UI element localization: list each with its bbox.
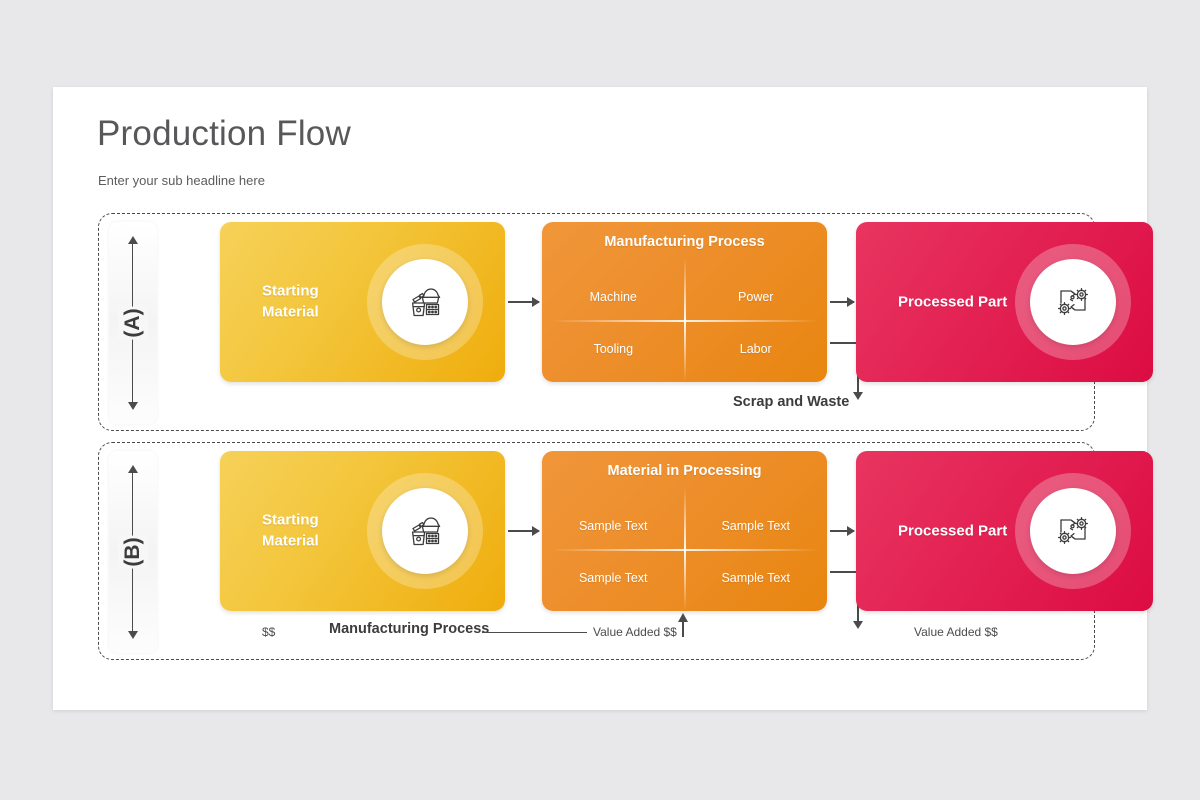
arrow-start-to-process-b	[508, 526, 540, 535]
panel-label-processed-part-b: Processed Part	[898, 522, 1008, 540]
panel-title-process-b: Material in Processing	[607, 463, 762, 479]
panel-label-starting-material-b: Starting Material	[262, 511, 319, 550]
process-row-a: (A) Starting Material	[98, 213, 1153, 431]
axis-label-b: (B)	[118, 535, 148, 569]
panel-processed-part-b[interactable]: Processed Part	[856, 451, 1153, 611]
construction-materials-icon	[382, 488, 468, 574]
slide-canvas: Production Flow Enter your sub headline …	[53, 87, 1153, 710]
axis-tab-a: (A)	[109, 222, 157, 424]
page-subtitle: Enter your sub headline here	[98, 173, 265, 188]
panel-process-b[interactable]: Material in Processing Sample Text Sampl…	[542, 451, 827, 611]
caption-manufacturing-process: Manufacturing Process	[329, 621, 490, 637]
construction-materials-icon	[382, 259, 468, 345]
panel-label-processed-part-a: Processed Part	[898, 293, 1008, 311]
process-row-b: (B) Starting Material	[98, 442, 1153, 660]
arrow-process-to-part-b	[830, 526, 855, 535]
panel-processed-part-a[interactable]: Processed Part	[856, 222, 1153, 382]
arrow-start-to-process-a	[508, 297, 540, 306]
panel-label-starting-material-a: Starting Material	[262, 282, 319, 321]
quadrant-cell: Power	[738, 290, 774, 304]
caption-dollars: $$	[262, 625, 276, 639]
quadrant-cell: Sample Text	[578, 519, 648, 533]
panel-starting-material-a[interactable]: Starting Material	[220, 222, 505, 382]
panel-process-a[interactable]: Manufacturing Process Machine Power Tool…	[542, 222, 827, 382]
axis-label-a: (A)	[118, 306, 148, 340]
badge-processed-part-b	[1015, 473, 1131, 589]
caption-connector-line	[482, 632, 587, 634]
caption-value-added-2: Value Added $$	[914, 625, 998, 639]
arrow-process-to-part-a	[830, 297, 855, 306]
gears-process-icon	[1030, 488, 1116, 574]
quadrant-cell: Tooling	[593, 342, 634, 356]
quadrant-cell: Sample Text	[578, 571, 648, 585]
page-title: Production Flow	[97, 114, 351, 153]
quadrant-cell: Sample Text	[721, 571, 791, 585]
axis-tab-b: (B)	[109, 451, 157, 653]
panel-title-process-a: Manufacturing Process	[604, 234, 765, 250]
quadrant-cell: Sample Text	[721, 519, 791, 533]
badge-starting-material-b	[367, 473, 483, 589]
badge-starting-material-a	[367, 244, 483, 360]
caption-value-added-1: Value Added $$	[593, 625, 677, 639]
panel-starting-material-b[interactable]: Starting Material	[220, 451, 505, 611]
quadrant-cell: Labor	[739, 342, 772, 356]
quadrant-cell: Machine	[589, 290, 637, 304]
quadrant-divider-horizontal	[550, 320, 819, 322]
gears-process-icon	[1030, 259, 1116, 345]
badge-processed-part-a	[1015, 244, 1131, 360]
quadrant-divider-horizontal	[550, 549, 819, 551]
arrow-value-added-up	[678, 613, 688, 637]
caption-scrap-and-waste: Scrap and Waste	[733, 394, 850, 410]
